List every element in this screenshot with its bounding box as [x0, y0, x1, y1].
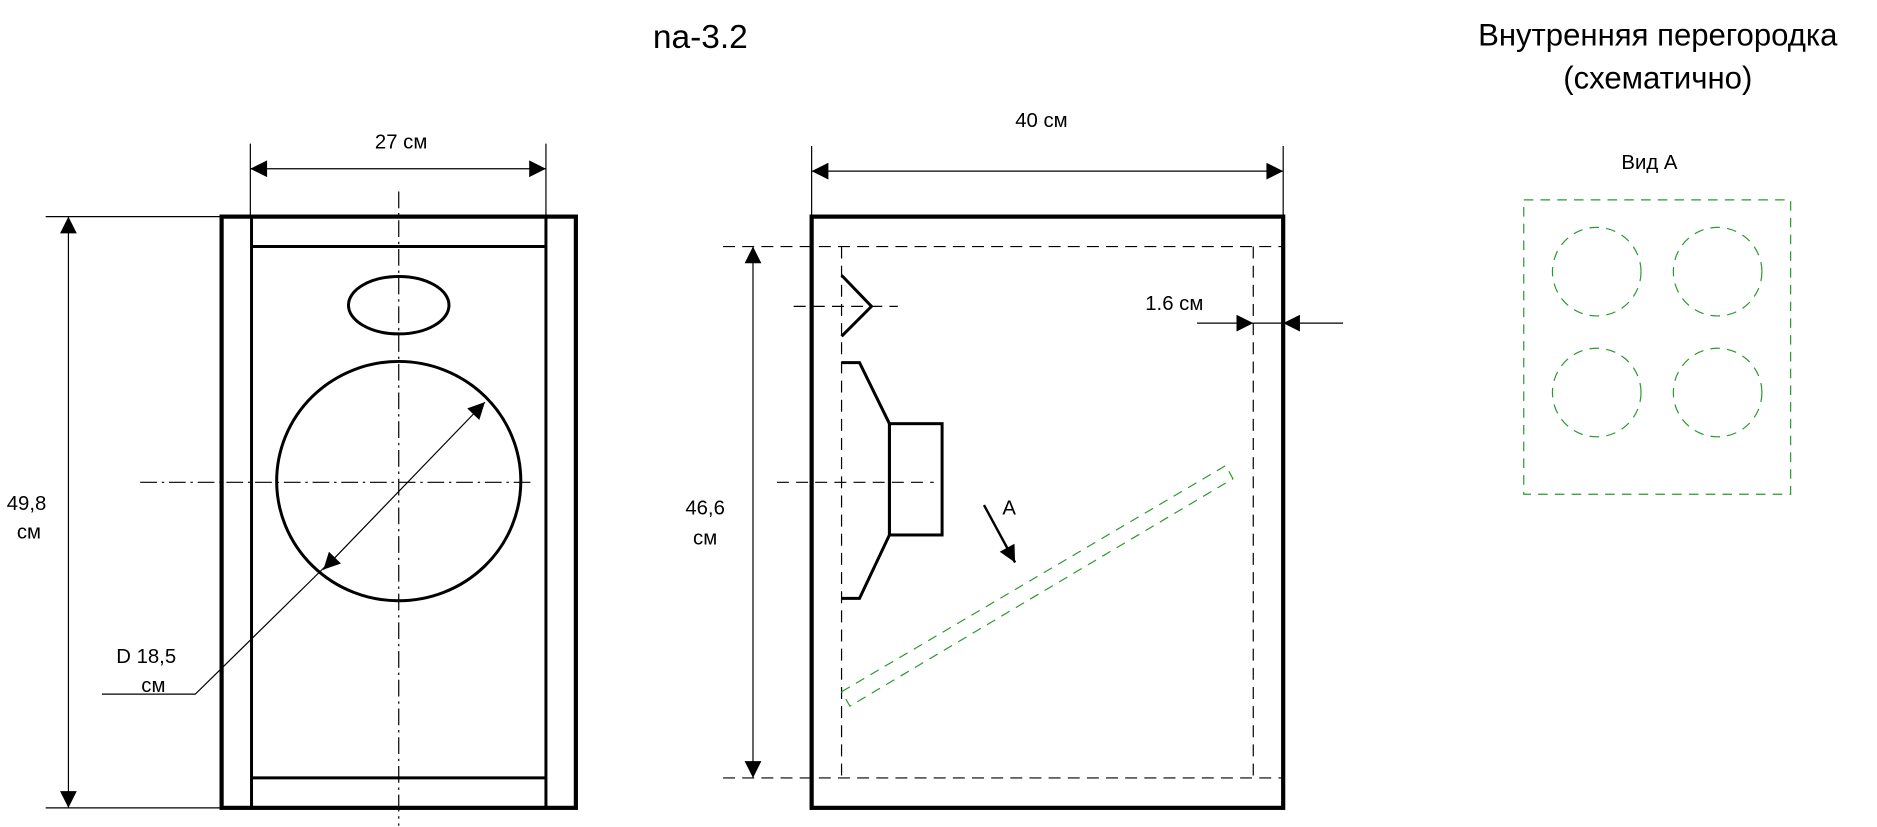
view-a-arrow: [982, 504, 1017, 564]
front-height-unit: см: [17, 522, 41, 544]
tweeter-opening: [346, 274, 451, 336]
wall-thickness-label: 1.6 см: [1145, 293, 1203, 315]
front-height-value: 49,8: [7, 493, 47, 515]
partition-outline: [1523, 199, 1792, 495]
partition-hole: [1672, 226, 1763, 317]
woofer-magnet: [887, 422, 944, 537]
side-height-unit: см: [693, 528, 717, 550]
partition-title-line1: Внутренняя перегородка: [1478, 17, 1838, 52]
partition-hole: [1551, 226, 1642, 317]
side-width-label: 40 см: [1015, 110, 1067, 132]
view-a-marker: A: [1002, 498, 1016, 520]
partition-hole: [1672, 347, 1763, 438]
woofer-cone-profile: [841, 361, 891, 600]
internal-partition: [840, 464, 1234, 707]
diameter-value: D 18,5: [116, 646, 176, 668]
partition-title-line2: (схематично): [1563, 61, 1752, 96]
diameter-unit: см: [141, 675, 165, 697]
side-height-value: 46,6: [685, 498, 725, 520]
partition-hole: [1551, 347, 1642, 438]
partition-view: Вид А: [1523, 152, 1792, 495]
diameter-leader: [101, 562, 330, 695]
drawing-title: na-3.2: [653, 19, 748, 56]
view-a-label: Вид А: [1621, 152, 1677, 174]
front-view: 27 см 49,8 см D 18,5 см: [7, 131, 578, 826]
front-width-label: 27 см: [375, 131, 427, 153]
side-outer-panel: [809, 214, 1286, 810]
woofer-opening: [275, 359, 523, 603]
diameter-dimension: [322, 401, 486, 571]
side-view: 40 см 46,6 см A 1.6 см: [685, 110, 1344, 810]
